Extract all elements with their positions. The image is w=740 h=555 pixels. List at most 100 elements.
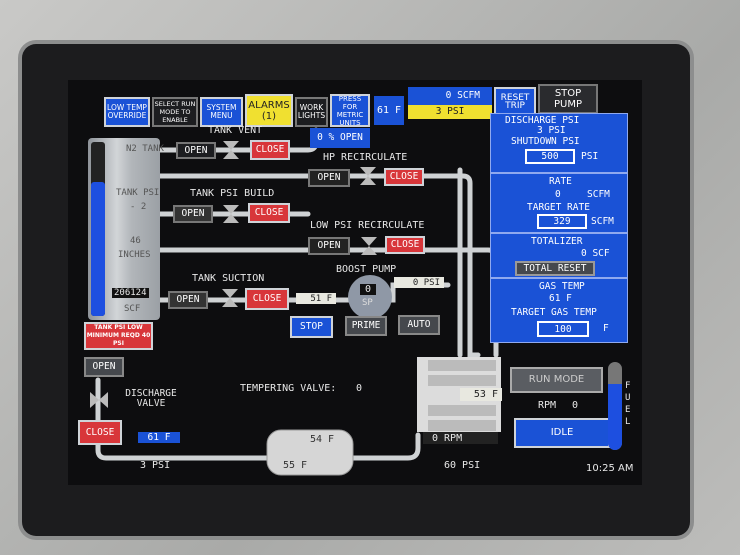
gas-temp-value: 61 F: [549, 293, 572, 304]
tank-psi-build-valve-icon: [223, 205, 239, 223]
tank-suction-valve-icon: [222, 289, 238, 307]
tank-vent-open-button[interactable]: OPEN: [176, 142, 216, 159]
boost-pump-speed: 0: [360, 284, 377, 295]
target-gas-temp-unit: F: [603, 323, 609, 334]
boost-pump-temp: 51 F: [296, 293, 336, 304]
shutdown-psi-label: SHUTDOWN PSI: [511, 136, 580, 147]
hmi-screen: LOW TEMP OVERRIDE SELECT RUN MODE TO ENA…: [68, 80, 642, 485]
shutdown-psi-unit: PSI: [581, 151, 599, 162]
totalizer-value: 0 SCF: [581, 248, 610, 259]
tank-psi-build-close-button[interactable]: CLOSE: [248, 203, 290, 223]
low-psi-recirculate-valve-icon: [361, 237, 377, 255]
tank-vent-label: TANK VENT: [208, 125, 263, 136]
engine-rpm: 0 RPM: [432, 433, 463, 444]
tempering-valve-value: 0: [356, 383, 363, 394]
header-temp: 61 F: [372, 94, 406, 127]
shutdown-psi-input[interactable]: 500: [525, 149, 575, 164]
tank-level-unit: INCHES: [118, 250, 151, 260]
hp-recirculate-close-button[interactable]: CLOSE: [384, 168, 424, 186]
total-reset-button[interactable]: TOTAL RESET: [515, 261, 595, 276]
hp-recirculate-open-button[interactable]: OPEN: [308, 169, 350, 187]
low-psi-recirculate-label: LOW PSI RECIRCULATE: [310, 220, 425, 231]
stop-pump-button[interactable]: STOP PUMP: [538, 84, 598, 114]
tank-volume-unit: SCF: [124, 304, 141, 314]
reset-trip-button[interactable]: RESET TRIP: [494, 87, 536, 117]
target-gas-temp-input[interactable]: 100: [537, 321, 589, 337]
engine-psi: 60 PSI: [444, 460, 481, 471]
rate-unit: SCFM: [587, 189, 610, 200]
hp-recirculate-valve-icon: [360, 167, 376, 185]
boost-pump-label: BOOST PUMP: [336, 264, 397, 275]
tank-psi-build-open-button[interactable]: OPEN: [173, 205, 213, 223]
tank-psi-label: TANK PSI: [116, 188, 160, 198]
tempering-valve-label: TEMPERING VALVE:: [240, 383, 337, 394]
work-lights-button[interactable]: WORK LIGHTS: [295, 97, 328, 127]
discharge-valve-icon: [90, 392, 108, 408]
n2-tank: N2 TANK TANK PSI - 2 46 INCHES 206124 SC…: [88, 138, 164, 320]
gas-temp-panel: GAS TEMP 61 F TARGET GAS TEMP 100 F: [490, 278, 628, 343]
boost-pump-psi: 0 PSI: [394, 277, 444, 288]
rpm-label: RPM: [538, 400, 557, 411]
tank-vent-valve-icon: [223, 141, 239, 159]
boost-pump-icon: 0 SP: [348, 275, 392, 319]
discharge-psi-value: 3 PSI: [537, 125, 566, 136]
boost-pump-auto-button[interactable]: AUTO: [398, 315, 440, 335]
low-psi-recirculate-close-button[interactable]: CLOSE: [385, 236, 425, 254]
rate-label: RATE: [549, 176, 572, 187]
fuel-gauge: [608, 362, 622, 450]
engine-temp: 53 F: [460, 388, 502, 401]
clock: 10:25 AM: [586, 463, 634, 474]
tank-suction-label: TANK SUCTION: [192, 273, 265, 284]
target-rate-input[interactable]: 329: [537, 214, 587, 229]
tank-level-gauge: [91, 142, 105, 316]
system-menu-button[interactable]: SYSTEM MENU: [200, 97, 243, 127]
rate-panel: RATE 0 SCFM TARGET RATE 329 SCFM: [490, 173, 628, 233]
discharge-close-button[interactable]: CLOSE: [78, 420, 122, 445]
header-flow: 0 SCFM: [408, 87, 492, 105]
tank-level-fill: [91, 182, 105, 316]
rate-value: 0: [555, 189, 561, 200]
vaporizer-bottom-temp: 55 F: [283, 460, 308, 471]
low-psi-recirculate-open-button[interactable]: OPEN: [308, 237, 350, 255]
tank-volume: 206124: [112, 288, 149, 298]
alarms-label: ALARMS: [248, 99, 290, 111]
header-pressure: 3 PSI: [408, 105, 492, 119]
tank-vent-close-button[interactable]: CLOSE: [250, 140, 290, 160]
gas-temp-label: GAS TEMP: [539, 281, 585, 292]
vaporizer-tank-shape: [266, 429, 354, 476]
discharge-temp: 61 F: [138, 432, 180, 443]
discharge-valve-label: DISCHARGE VALVE: [125, 388, 177, 409]
tank-name: N2 TANK: [126, 144, 164, 154]
tank-level-value: 46: [130, 236, 141, 246]
tank-psi-value: - 2: [130, 202, 147, 212]
totalizer-label: TOTALIZER: [531, 236, 583, 247]
target-rate-label: TARGET RATE: [527, 202, 590, 213]
low-temp-override-button[interactable]: LOW TEMP OVERRIDE: [104, 97, 150, 127]
discharge-panel: DISCHARGE PSI 3 PSI SHUTDOWN PSI 500 PSI: [490, 113, 628, 173]
boost-pump-prime-button[interactable]: PRIME: [345, 316, 387, 336]
metric-units-button[interactable]: PRESS FOR METRIC UNITS: [330, 94, 370, 127]
fuel-level-fill: [608, 384, 622, 450]
rpm-value: 0: [572, 400, 579, 411]
boost-pump-speed-unit: SP: [362, 298, 373, 308]
run-mode-button[interactable]: RUN MODE: [510, 367, 603, 393]
discharge-open-button[interactable]: OPEN: [84, 357, 124, 377]
discharge-psi-label: DISCHARGE PSI: [505, 115, 580, 126]
totalizer-panel: TOTALIZER 0 SCF TOTAL RESET: [490, 233, 628, 278]
target-gas-temp-label: TARGET GAS TEMP: [511, 307, 597, 318]
alarms-button[interactable]: ALARMS(1): [245, 94, 293, 127]
hp-recirculate-label: HP RECIRCULATE: [323, 152, 408, 163]
tank-psi-build-label: TANK PSI BUILD: [190, 188, 275, 199]
discharge-psi: 3 PSI: [140, 460, 171, 471]
tank-psi-low-warning: TANK PSI LOW MINIMUM REQD 40 PSI: [84, 322, 153, 350]
tank-suction-open-button[interactable]: OPEN: [168, 291, 208, 309]
fuel-label: FUEL: [625, 381, 631, 427]
idle-button[interactable]: IDLE: [514, 418, 610, 448]
target-rate-unit: SCFM: [591, 216, 614, 227]
select-run-mode-notice: SELECT RUN MODE TO ENABLE: [152, 97, 198, 127]
vaporizer-top-temp: 54 F: [310, 434, 335, 445]
alarms-count: (1): [261, 110, 277, 122]
boost-pump-stop-button[interactable]: STOP: [290, 316, 333, 338]
tank-vent-percent-open: 0 % OPEN: [310, 128, 370, 148]
tank-suction-close-button[interactable]: CLOSE: [245, 288, 289, 310]
